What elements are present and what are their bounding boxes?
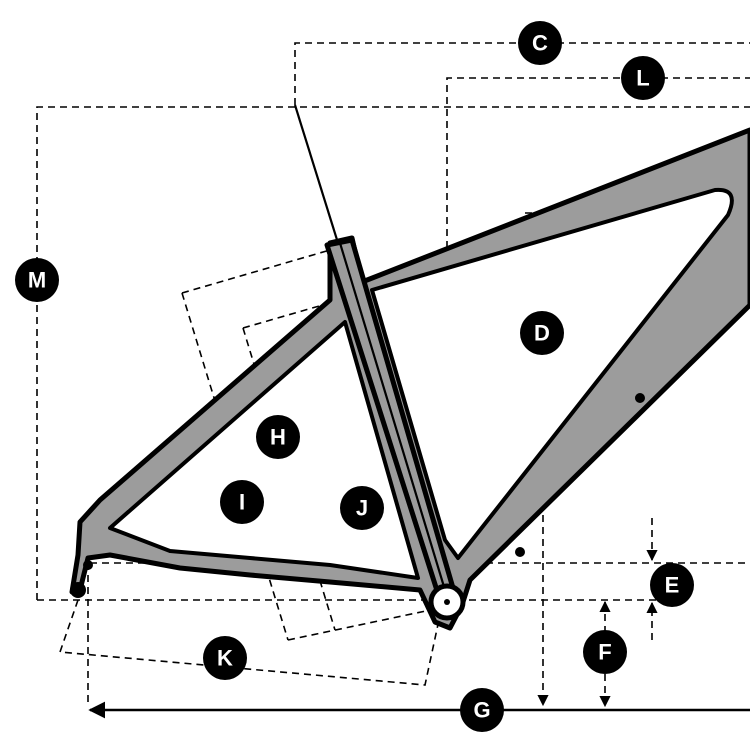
- label-badge-e: E: [650, 563, 694, 607]
- bike-frame: [69, 127, 750, 631]
- label-l: L: [636, 66, 649, 91]
- label-badge-j: J: [340, 486, 384, 530]
- label-badge-h: H: [256, 415, 300, 459]
- dimension-line-i: [181, 249, 331, 294]
- label-e: E: [665, 573, 680, 598]
- cable-boss: [635, 393, 645, 403]
- rear-dropout-bolt: [83, 560, 93, 570]
- label-c: C: [532, 31, 548, 56]
- label-badge-d: D: [520, 311, 564, 355]
- label-badge-g: G: [460, 688, 504, 732]
- label-k: K: [217, 646, 233, 671]
- cable-boss: [515, 547, 525, 557]
- frame-front-triangle-opening: [370, 187, 734, 560]
- label-f: F: [598, 640, 611, 665]
- label-m: M: [28, 268, 46, 293]
- seat-tube-center-line: [338, 242, 450, 601]
- label-g: G: [473, 698, 490, 723]
- label-badge-k: K: [203, 636, 247, 680]
- label-badge-c: C: [518, 21, 562, 65]
- dimension-line-c: [294, 42, 750, 105]
- label-i: I: [239, 490, 245, 515]
- label-h: H: [270, 425, 286, 450]
- dimension-line-m: [36, 106, 750, 600]
- label-badge-l: L: [621, 56, 665, 100]
- label-badge-m: M: [15, 258, 59, 302]
- bottom-bracket-center: [444, 599, 450, 605]
- seat-angle-line: [293, 104, 340, 244]
- label-badge-f: F: [583, 630, 627, 674]
- dimension-line-k: [58, 599, 441, 686]
- rear-axle: [70, 582, 86, 598]
- dimension-line-i-base: [287, 607, 441, 641]
- label-d: D: [534, 321, 550, 346]
- label-j: J: [356, 496, 368, 521]
- label-badge-i: I: [220, 480, 264, 524]
